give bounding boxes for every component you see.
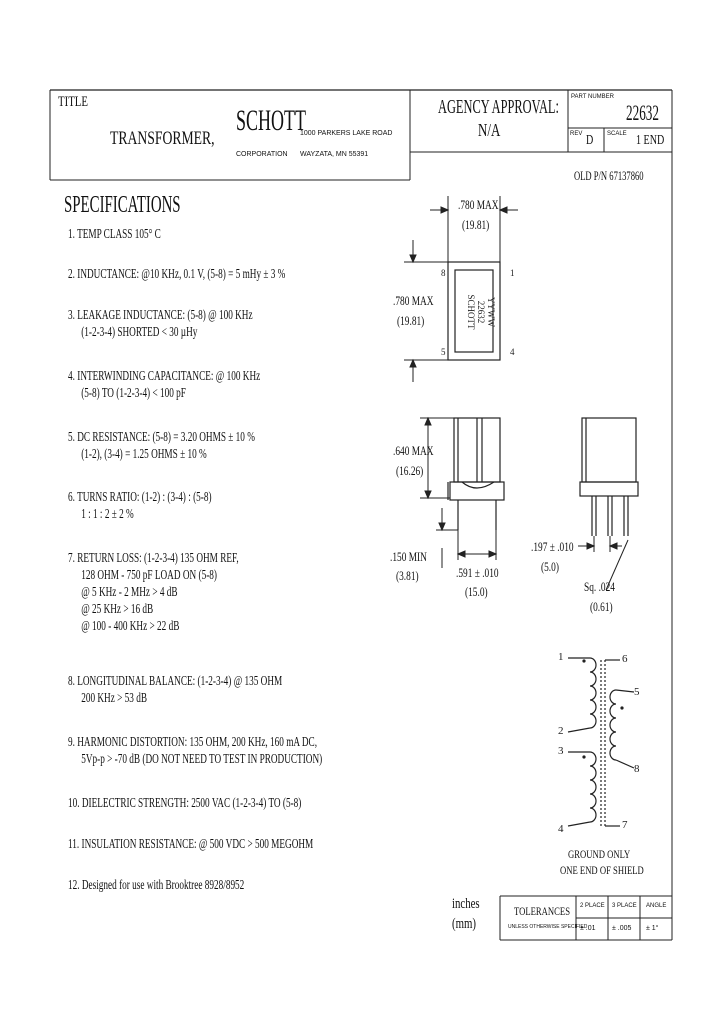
tolerance-col2-value: ± .005: [612, 925, 632, 932]
part-marking-date: YYWW: [486, 297, 496, 327]
agency-approval-value: N/A: [478, 120, 501, 140]
units-mm: (mm): [452, 916, 476, 932]
pin-pitch-dimension: [578, 536, 629, 591]
pin-size-value: Sq. .024: [584, 579, 615, 594]
title-label: TITLE: [58, 94, 88, 110]
pin-pitch-value: .197 ± .010: [531, 539, 574, 554]
scale-label: SCALE: [607, 131, 627, 137]
title-text: TRANSFORMER,: [110, 128, 215, 149]
top-width-dimension: [430, 196, 518, 262]
tolerance-col1-head: 2 PLACE: [580, 903, 605, 909]
top-width-value: .780 MAX: [458, 197, 499, 212]
shield-note-line-1: GROUND ONLY: [568, 847, 631, 861]
pin-size-mm: (0.61): [590, 599, 613, 614]
spec-item-10: 10. DIELECTRIC STRENGTH: 2500 VAC (1-2-3…: [68, 796, 302, 811]
side-height-mm: (19.81): [397, 313, 425, 328]
front-view: [447, 417, 505, 530]
spec-item-7: 7. RETURN LOSS: (1-2-3-4) 135 OHM REF, 1…: [68, 551, 239, 634]
spec-item-4: 4. INTERWINDING CAPACITANCE: @ 100 KHz (…: [68, 369, 261, 401]
spec-item-6: 6. TURNS RATIO: (1-2) : (3-4) : (5-8) 1 …: [68, 490, 212, 522]
part-marking-schott: SCHOTT: [466, 294, 476, 330]
schematic-pin-2: 2: [558, 725, 564, 737]
pin-spacing-value: .591 ± .010: [456, 565, 499, 580]
spec-item-3: 3. LEAKAGE INDUCTANCE: (5-8) @ 100 KHz (…: [68, 308, 253, 340]
spec-item-8: 8. LONGITUDINAL BALANCE: (1-2-3-4) @ 135…: [68, 674, 283, 706]
corporation-label: CORPORATION: [236, 151, 288, 158]
tolerance-col3-head: ANGLE: [646, 903, 667, 909]
schematic-pin-5: 5: [634, 686, 640, 698]
top-width-mm: (19.81): [462, 217, 490, 232]
schematic-pin-7: 7: [622, 819, 628, 831]
schematic-pin-1: 1: [558, 651, 564, 663]
standoff-value: .150 MIN: [390, 549, 427, 564]
top-pin-label-4: 4: [510, 347, 515, 357]
old-part-number: OLD P/N 67137860: [574, 168, 644, 183]
spec-item-2: 2. INDUCTANCE: @10 KHz, 0.1 V, (5-8) = 5…: [68, 267, 286, 282]
pin-pitch-mm: (5.0): [541, 559, 559, 574]
units-inches: inches: [452, 896, 480, 912]
tolerance-col3-value: ± 1°: [646, 925, 659, 932]
tolerances-label: TOLERANCES: [514, 904, 571, 918]
specifications-heading: SPECIFICATIONS: [64, 192, 181, 218]
top-pin-label-5: 5: [441, 347, 446, 357]
spec-item-12: 12. Designed for use with Brooktree 8928…: [68, 878, 245, 893]
top-pin-label-1: 1: [510, 268, 515, 278]
schematic-pin-4: 4: [558, 823, 564, 835]
standoff-dimension: [436, 508, 458, 568]
pin-spacing-dimension: [456, 530, 498, 560]
tolerance-col1-value: ± .01: [580, 925, 596, 932]
rev-value: D: [586, 133, 594, 148]
shield-note-line-2: ONE END OF SHIELD: [560, 863, 644, 877]
scale-value: 1 END: [636, 133, 665, 148]
rev-label: REV: [570, 131, 583, 137]
part-number-label: PART NUMBER: [571, 94, 615, 100]
spec-item-9: 9. HARMONIC DISTORTION: 135 OHM, 200 KHz…: [68, 735, 323, 767]
schematic-pin-6: 6: [622, 653, 628, 665]
company-logo: SCHOTT: [236, 104, 307, 137]
tolerances-sublabel: UNLESS OTHERWISE SPECIFIED: [508, 924, 588, 930]
side-height-dimension: [404, 240, 448, 382]
side-height-value: .780 MAX: [393, 293, 434, 308]
schematic-pin-8: 8: [634, 763, 640, 775]
spec-item-11: 11. INSULATION RESISTANCE: @ 500 VDC > 5…: [68, 837, 314, 852]
part-marking-number: 22632: [476, 301, 486, 324]
body-height-value: .640 MAX: [393, 443, 434, 458]
schematic-pin-3: 3: [558, 745, 564, 757]
pin-spacing-mm: (15.0): [465, 584, 488, 599]
part-number: 22632: [626, 100, 659, 125]
spec-item-5: 5. DC RESISTANCE: (5-8) = 3.20 OHMS ± 10…: [68, 430, 255, 462]
agency-approval-label: AGENCY APPROVAL:: [438, 96, 559, 118]
tolerance-col2-head: 3 PLACE: [612, 903, 637, 909]
side-view: [579, 417, 639, 536]
top-pin-label-8: 8: [441, 268, 446, 278]
top-view-body: [447, 261, 501, 361]
address-line-1: 1000 PARKERS LAKE ROAD: [300, 130, 393, 137]
spec-item-1: 1. TEMP CLASS 105° C: [68, 227, 161, 242]
body-height-mm: (16.26): [396, 463, 424, 478]
address-line-2: WAYZATA, MN 55391: [300, 151, 369, 158]
standoff-mm: (3.81): [396, 568, 419, 583]
body-height-dimension: [420, 416, 454, 500]
